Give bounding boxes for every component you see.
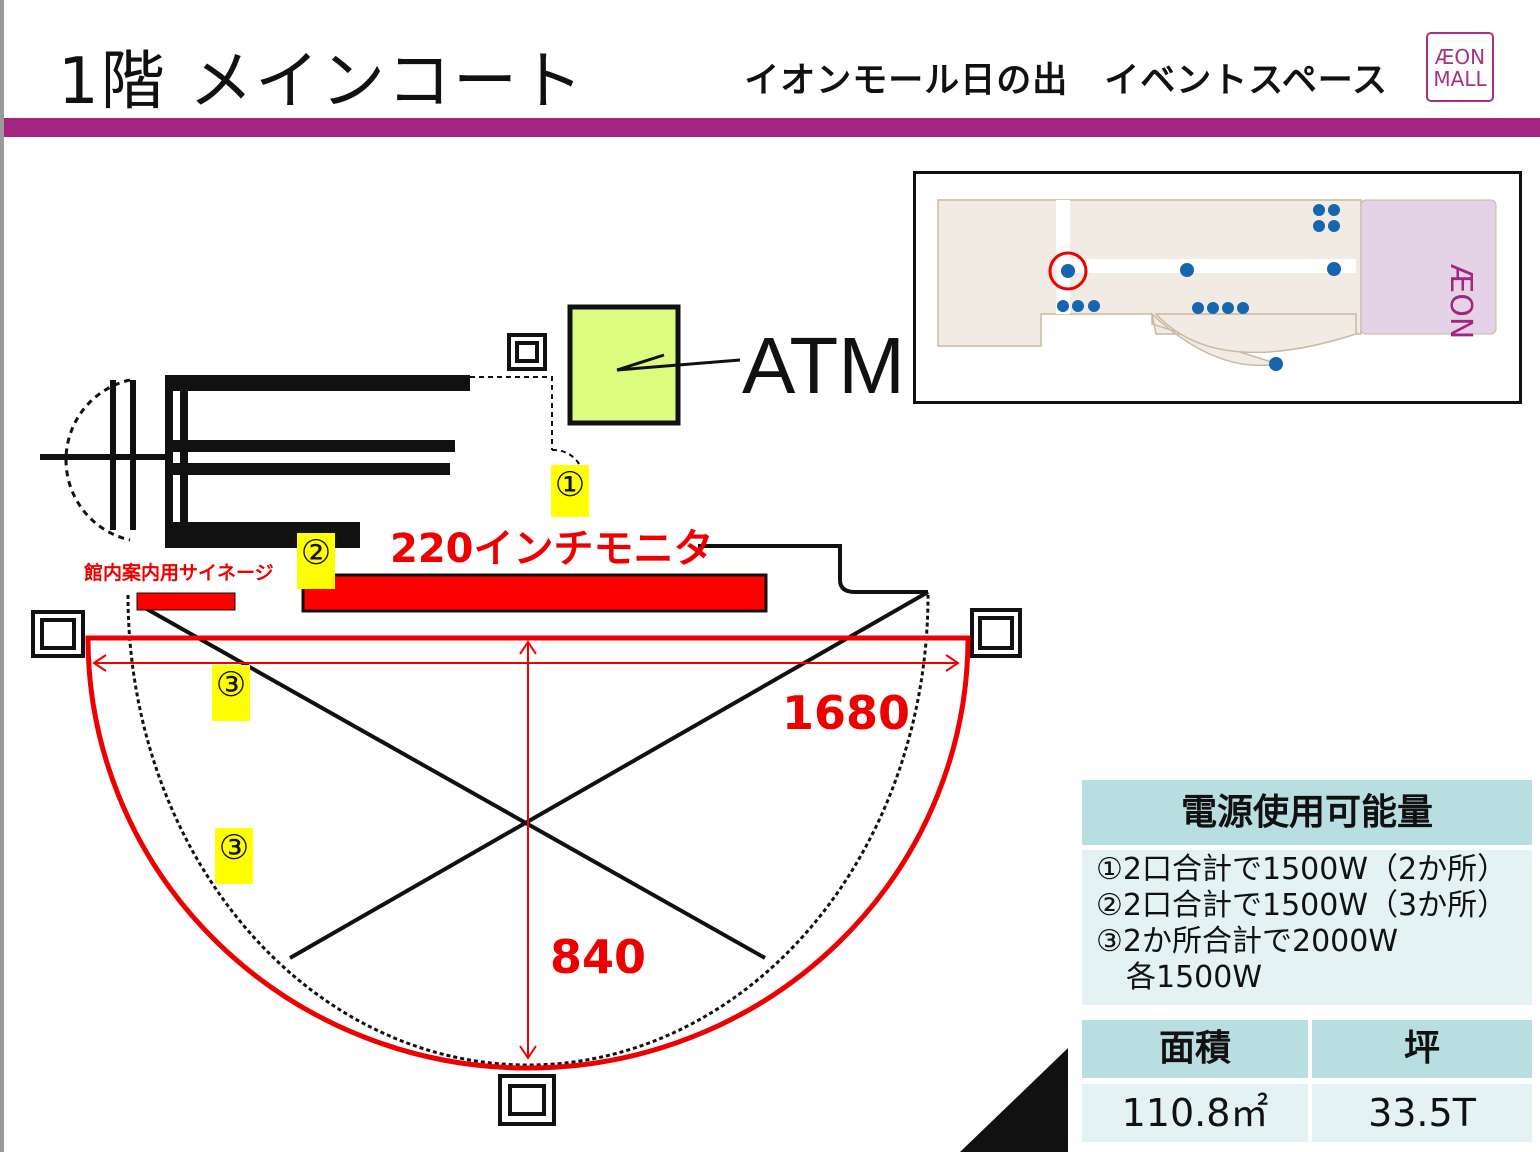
outlet-marker-1: ① bbox=[551, 465, 589, 517]
power-line-2: ②2口合計で1500W（3か所） bbox=[1096, 888, 1508, 923]
tsubo-value: 33.5T bbox=[1312, 1084, 1532, 1142]
header-accent-bar bbox=[4, 118, 1540, 137]
area-value: 110.8㎡ bbox=[1082, 1084, 1308, 1142]
facility-icons bbox=[1057, 204, 1341, 371]
venue-subtitle: イオンモール日の出 イベントスペース bbox=[744, 61, 1388, 101]
escalator-icon bbox=[1048, 251, 1088, 291]
signage-display bbox=[136, 592, 236, 611]
monitor-label: 220インチモニタ bbox=[390, 526, 714, 572]
signage-label: 館内案内用サイネージ bbox=[84, 562, 274, 584]
escalator-structure bbox=[40, 375, 583, 548]
power-line-4: 各1500W bbox=[1096, 960, 1263, 995]
power-header: 電源使用可能量 bbox=[1082, 780, 1532, 845]
width-dimension: 1680 bbox=[782, 686, 911, 740]
outlet-marker-3a: ③ bbox=[212, 665, 250, 721]
corner-decoration bbox=[960, 1048, 1068, 1152]
depth-dimension: 840 bbox=[550, 930, 647, 984]
pillar-icons bbox=[31, 333, 1022, 1126]
slide-edge bbox=[0, 0, 4, 1152]
logo-line-2: MALL bbox=[1433, 67, 1487, 91]
monitor-220in bbox=[301, 573, 768, 613]
outlet-marker-3b: ③ bbox=[215, 828, 253, 884]
power-list: ①2口合計で1500W（2か所） ②2口合計で1500W（3か所） ③2か所合計… bbox=[1082, 850, 1532, 1005]
atm-label: ATM bbox=[742, 321, 905, 410]
dimension-arrows bbox=[92, 640, 960, 1060]
power-line-3: ③2か所合計で2000W bbox=[1096, 924, 1398, 959]
location-minimap: ÆON bbox=[913, 171, 1522, 404]
minimap-aeon-label: ÆON bbox=[1443, 264, 1478, 339]
stage-outline bbox=[126, 594, 930, 1067]
logo-line-1: ÆON bbox=[1434, 45, 1486, 69]
power-line-1: ①2口合計で1500W（2か所） bbox=[1096, 852, 1508, 887]
outlet-marker-2: ② bbox=[297, 533, 335, 589]
page-title: 1階 メインコート bbox=[58, 45, 586, 119]
tsubo-header: 坪 bbox=[1312, 1020, 1532, 1078]
area-header: 面積 bbox=[1082, 1020, 1308, 1078]
event-area-outline bbox=[85, 635, 971, 1071]
minimap-drawing: ÆON bbox=[937, 199, 1497, 371]
